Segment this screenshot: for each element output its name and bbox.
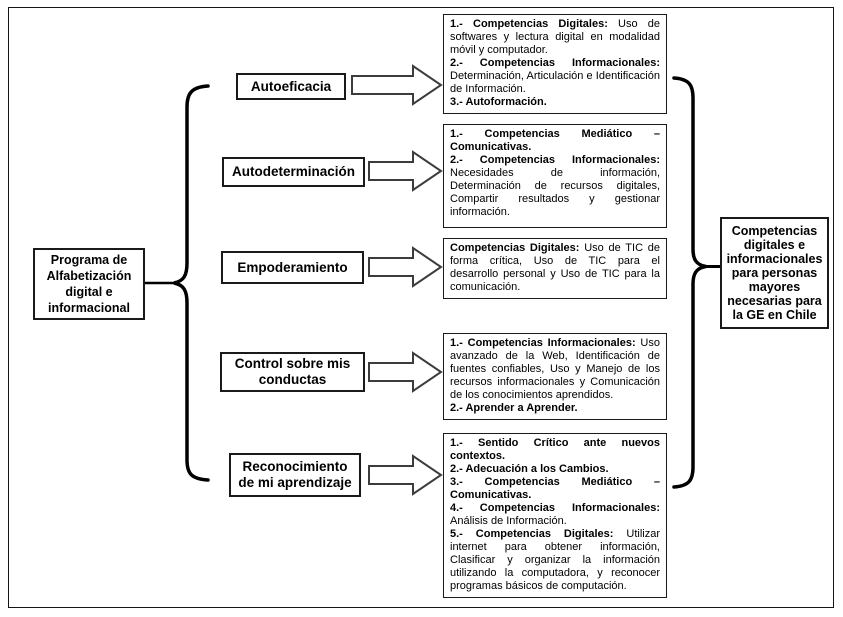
detail-box-control-conductas: 1.- Competencias Informacionales: Uso av… xyxy=(443,333,667,420)
block-arrow-1 xyxy=(351,64,443,106)
branch-box-label: Autoeficacia xyxy=(250,78,332,94)
branch-box-label: Empoderamiento xyxy=(237,259,348,275)
detail-box-empoderamiento: Competencias Digitales: Uso de TIC de fo… xyxy=(443,238,667,299)
detail-box-autoeficacia: 1.- Competencias Digitales: Uso de softw… xyxy=(443,14,667,114)
detail-box-autodeterminacion: 1.- Competencias Mediático – Comunicativ… xyxy=(443,124,667,228)
branch-box-reconocimiento: Reconocimiento de mi aprendizaje xyxy=(229,453,361,497)
branch-box-autodeterminacion: Autodeterminación xyxy=(222,157,365,187)
block-arrow-3 xyxy=(368,246,443,288)
branch-box-control-conductas: Control sobre mis conductas xyxy=(220,352,365,392)
result-box-label: Competencias digitales e informacionales… xyxy=(726,224,823,322)
detail-box-reconocimiento: 1.- Sentido Crítico ante nuevos contexto… xyxy=(443,433,667,598)
block-arrow-2 xyxy=(368,150,443,192)
branch-box-label: Control sobre mis conductas xyxy=(234,356,351,387)
block-arrow-4 xyxy=(368,351,443,393)
left-brace xyxy=(173,84,210,482)
root-box: Programa de Alfabetización digital e inf… xyxy=(33,248,145,320)
branch-box-empoderamiento: Empoderamiento xyxy=(221,251,364,284)
branch-box-autoeficacia: Autoeficacia xyxy=(236,73,346,100)
right-brace xyxy=(672,76,707,489)
root-box-label: Programa de Alfabetización digital e inf… xyxy=(46,253,132,315)
branch-box-label: Reconocimiento de mi aprendizaje xyxy=(238,459,352,490)
branch-box-label: Autodeterminación xyxy=(231,164,355,179)
outer-frame xyxy=(8,7,834,608)
block-arrow-5 xyxy=(368,454,443,496)
result-box: Competencias digitales e informacionales… xyxy=(720,217,829,329)
